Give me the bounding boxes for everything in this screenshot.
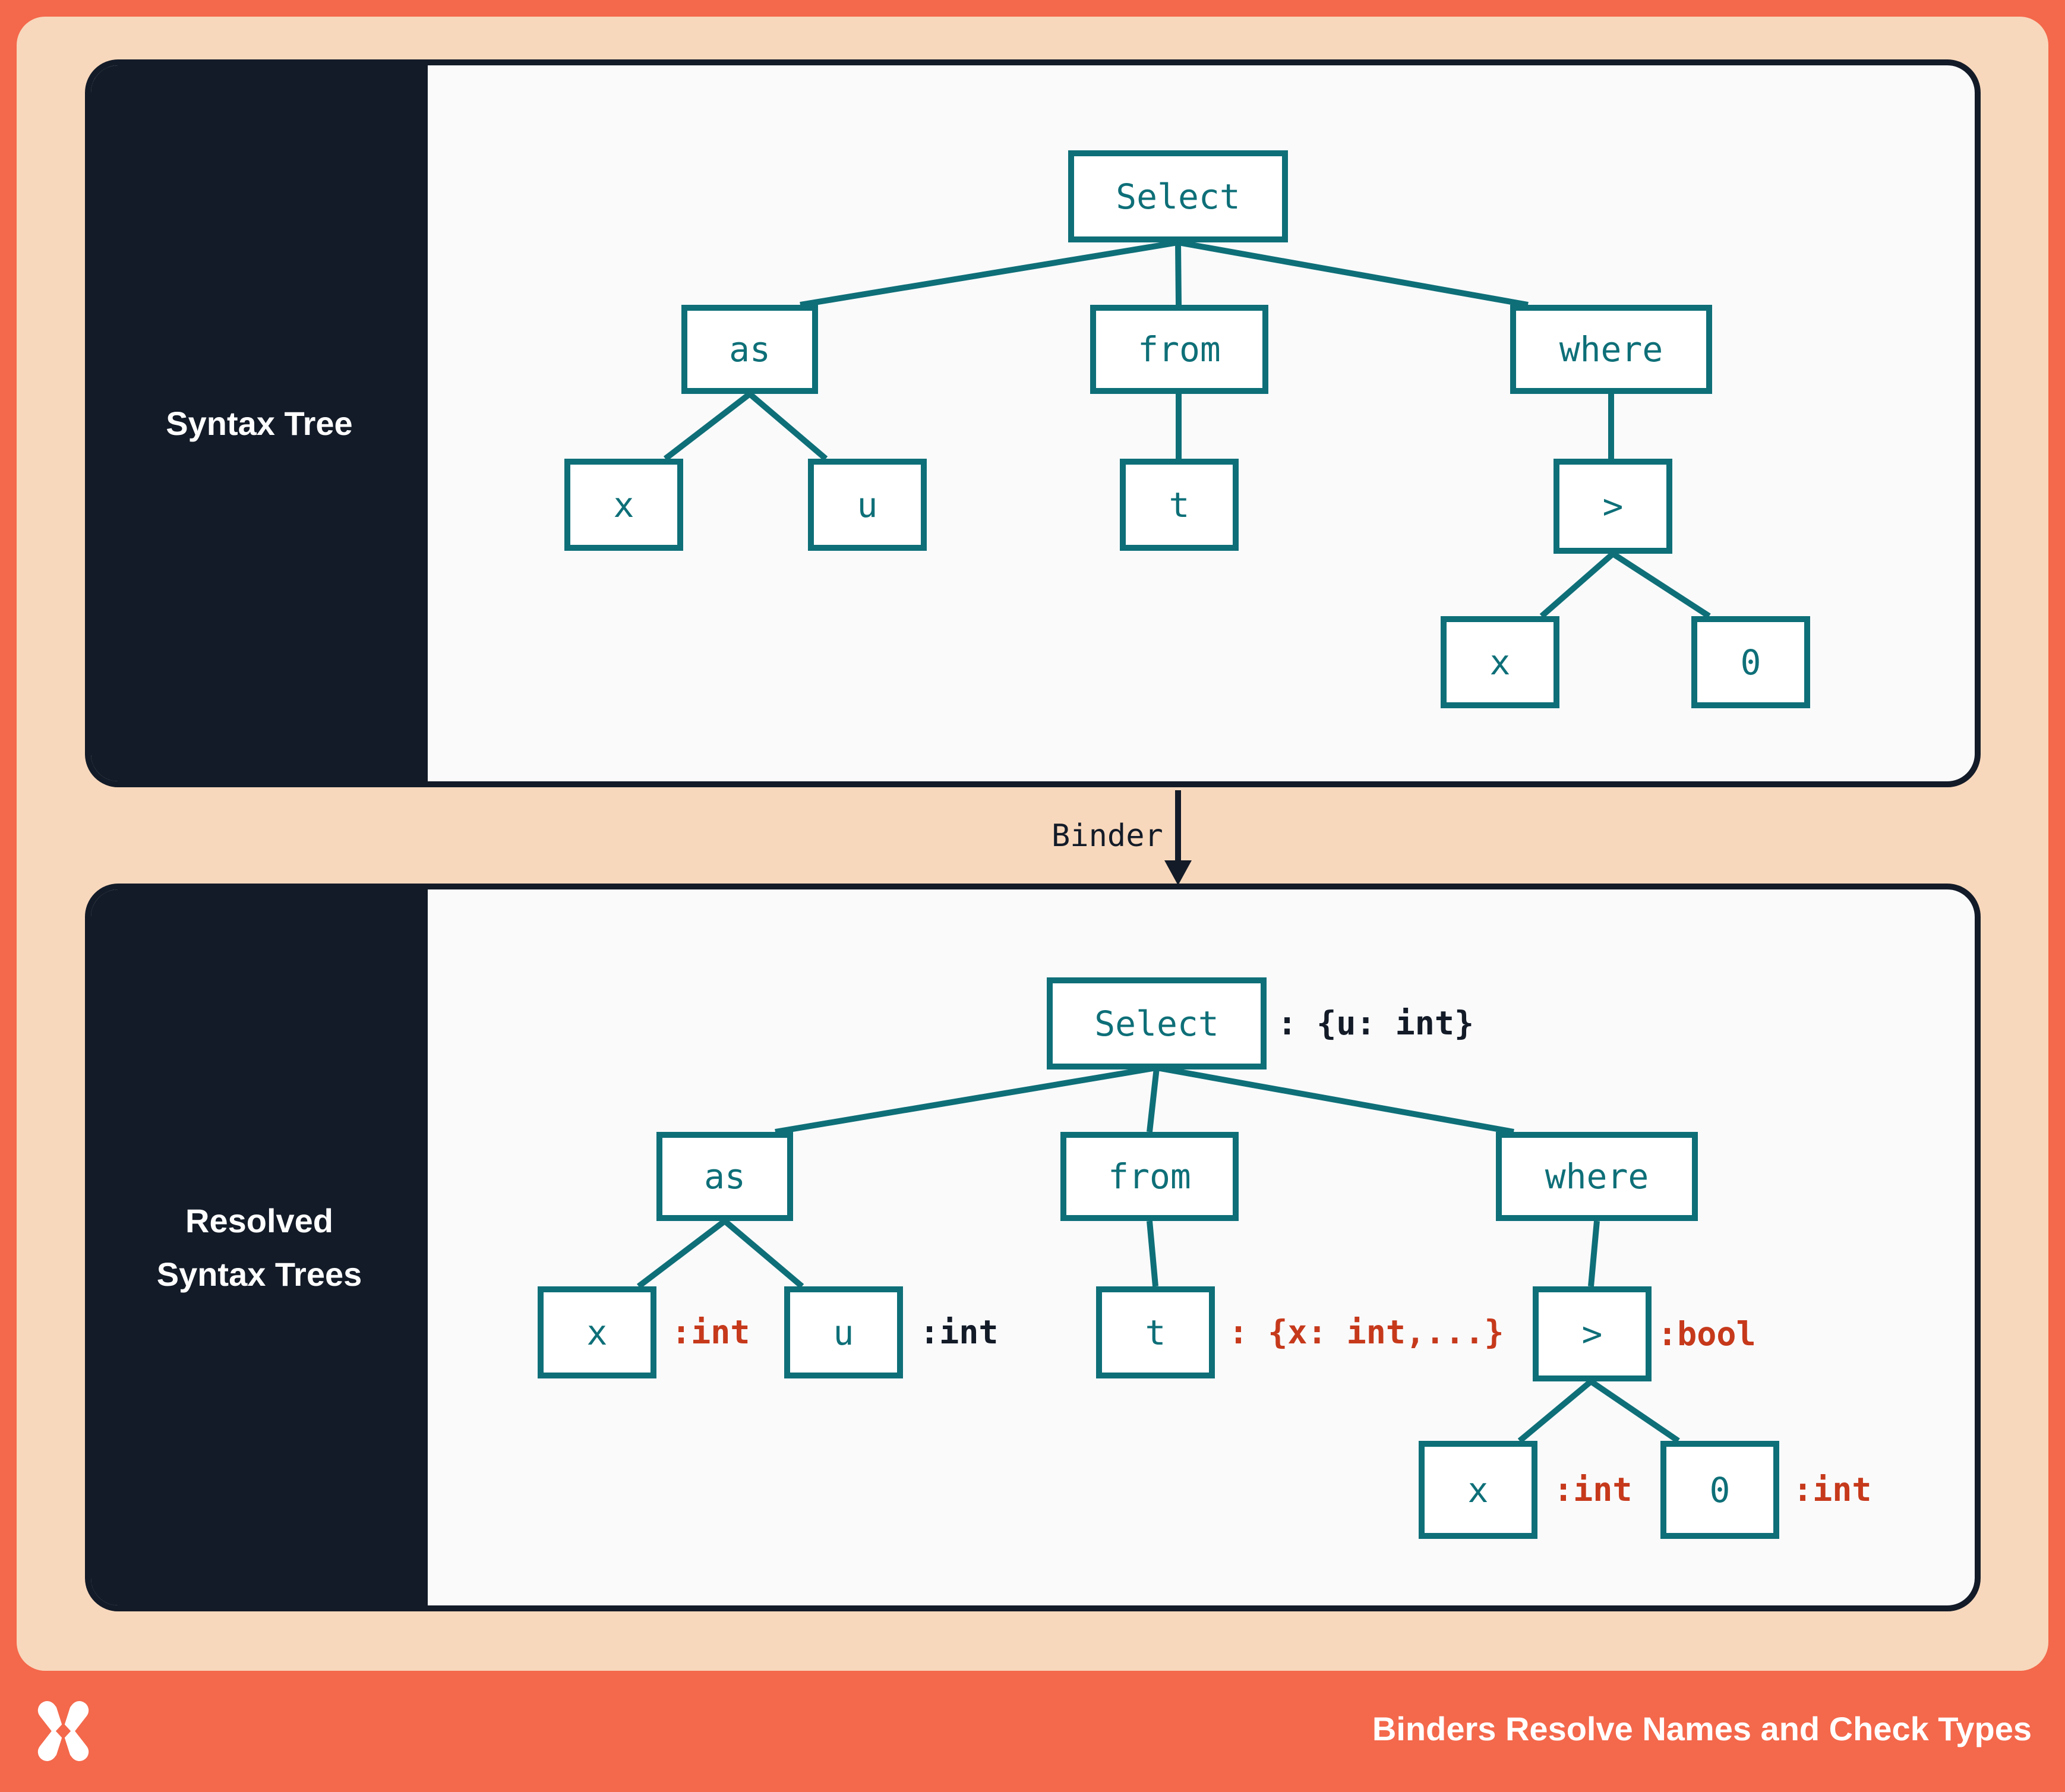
tree2-node-x-left: x — [538, 1286, 656, 1378]
tree1-node-zero: 0 — [1691, 616, 1810, 708]
resolved-sidebar-label-line1: Resolved — [185, 1201, 333, 1239]
footer-title: Binders Resolve Names and Check Types — [1372, 1710, 2032, 1747]
annotation-x-right-type: :int — [1554, 1471, 1633, 1509]
tree2-node-u: u — [784, 1286, 903, 1378]
tree2-node-where: where — [1496, 1132, 1698, 1221]
tree1-node-t: t — [1120, 459, 1239, 551]
tree2-node-t: t — [1096, 1286, 1215, 1378]
tree1-node-select: Select — [1068, 150, 1288, 242]
x-mark-logo-icon — [37, 1701, 89, 1761]
annotation-select-type: : {u: int} — [1277, 1004, 1474, 1042]
syntax-tree-sidebar-label: Syntax Tree — [166, 404, 353, 442]
annotation-greater-than-type: :bool — [1657, 1315, 1756, 1353]
tree2-node-zero: 0 — [1660, 1441, 1779, 1539]
tree2-node-from: from — [1060, 1132, 1239, 1221]
resolved-syntax-trees-sidebar: Resolved Syntax Trees — [91, 889, 428, 1605]
binder-label: Binder — [1052, 818, 1163, 854]
syntax-tree-panel: Syntax Tree — [85, 59, 1981, 787]
tree1-node-from: from — [1090, 305, 1268, 394]
annotation-t-type: : {x: int,...} — [1229, 1313, 1504, 1351]
tree1-node-greater-than: > — [1554, 459, 1672, 554]
tree1-node-x-left: x — [564, 459, 683, 551]
syntax-tree-sidebar: Syntax Tree — [91, 65, 428, 781]
annotation-u-type: :int — [920, 1313, 999, 1351]
binder-arrow — [1164, 790, 1192, 885]
tree1-node-where: where — [1510, 305, 1712, 394]
tree2-node-greater-than: > — [1533, 1286, 1652, 1381]
annotation-x-left-type: :int — [671, 1313, 750, 1351]
tree2-node-x-right: x — [1419, 1441, 1537, 1539]
annotation-zero-type: :int — [1793, 1471, 1872, 1509]
tree2-node-as: as — [656, 1132, 793, 1221]
tree1-node-u: u — [808, 459, 927, 551]
tree1-node-as: as — [681, 305, 818, 394]
tree2-node-select: Select — [1047, 977, 1267, 1069]
resolved-sidebar-label-line2: Syntax Trees — [156, 1255, 362, 1293]
tree1-node-x-right: x — [1441, 616, 1559, 708]
